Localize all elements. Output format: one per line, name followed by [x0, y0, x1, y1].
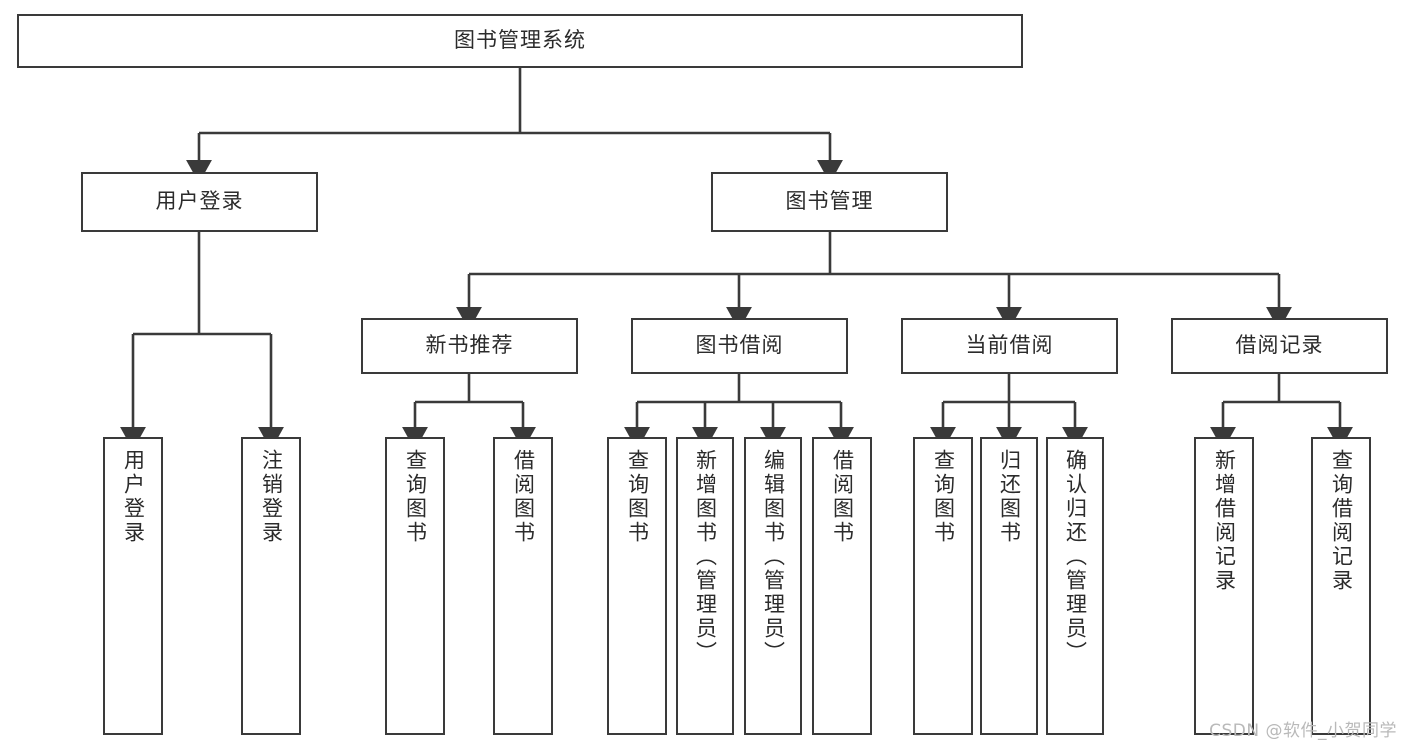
- leaf-confirm-return-admin-label: 确认归还（管理员）: [1063, 449, 1088, 665]
- leaf-query-book-current-label: 查询图书: [931, 449, 956, 545]
- node-book-borrow[interactable]: 图书借阅: [631, 318, 848, 374]
- leaf-borrow-book-label: 借阅图书: [830, 449, 855, 545]
- leaf-add-borrow-record-label: 新增借阅记录: [1212, 449, 1237, 593]
- leaf-query-borrow-record[interactable]: 查询借阅记录: [1311, 437, 1371, 735]
- leaf-confirm-return-admin[interactable]: 确认归还（管理员）: [1046, 437, 1104, 735]
- node-book-borrow-label: 图书借阅: [695, 333, 784, 358]
- leaf-edit-book-admin-label: 编辑图书（管理员）: [761, 449, 786, 665]
- node-borrow-record-label: 借阅记录: [1235, 333, 1324, 358]
- leaf-query-book-current[interactable]: 查询图书: [913, 437, 973, 735]
- leaf-return-book[interactable]: 归还图书: [980, 437, 1038, 735]
- node-current-borrow-label: 当前借阅: [965, 333, 1054, 358]
- node-user-login-label: 用户登录: [155, 189, 244, 214]
- leaf-query-book-borrow[interactable]: 查询图书: [607, 437, 667, 735]
- leaf-query-borrow-record-label: 查询借阅记录: [1329, 449, 1354, 593]
- leaf-logout[interactable]: 注销登录: [241, 437, 301, 735]
- node-new-book-recommend-label: 新书推荐: [425, 333, 514, 358]
- leaf-edit-book-admin[interactable]: 编辑图书（管理员）: [744, 437, 802, 735]
- node-borrow-record[interactable]: 借阅记录: [1171, 318, 1388, 374]
- watermark: CSDN @软件_小贺同学: [1209, 721, 1397, 741]
- node-book-management[interactable]: 图书管理: [711, 172, 948, 232]
- leaf-return-book-label: 归还图书: [997, 449, 1022, 545]
- leaf-borrow-book-recommend[interactable]: 借阅图书: [493, 437, 553, 735]
- leaf-query-book-recommend[interactable]: 查询图书: [385, 437, 445, 735]
- node-user-login[interactable]: 用户登录: [81, 172, 318, 232]
- leaf-query-book-recommend-label: 查询图书: [403, 449, 428, 545]
- leaf-add-borrow-record[interactable]: 新增借阅记录: [1194, 437, 1254, 735]
- leaf-query-book-borrow-label: 查询图书: [625, 449, 650, 545]
- leaf-borrow-book-recommend-label: 借阅图书: [511, 449, 536, 545]
- node-new-book-recommend[interactable]: 新书推荐: [361, 318, 578, 374]
- node-root[interactable]: 图书管理系统: [17, 14, 1023, 68]
- leaf-logout-label: 注销登录: [259, 449, 284, 545]
- node-book-management-label: 图书管理: [785, 189, 874, 214]
- leaf-user-login-label: 用户登录: [121, 449, 146, 545]
- leaf-add-book-admin-label: 新增图书（管理员）: [693, 449, 718, 665]
- leaf-borrow-book[interactable]: 借阅图书: [812, 437, 872, 735]
- leaf-user-login[interactable]: 用户登录: [103, 437, 163, 735]
- node-current-borrow[interactable]: 当前借阅: [901, 318, 1118, 374]
- node-root-label: 图书管理系统: [454, 28, 586, 53]
- leaf-add-book-admin[interactable]: 新增图书（管理员）: [676, 437, 734, 735]
